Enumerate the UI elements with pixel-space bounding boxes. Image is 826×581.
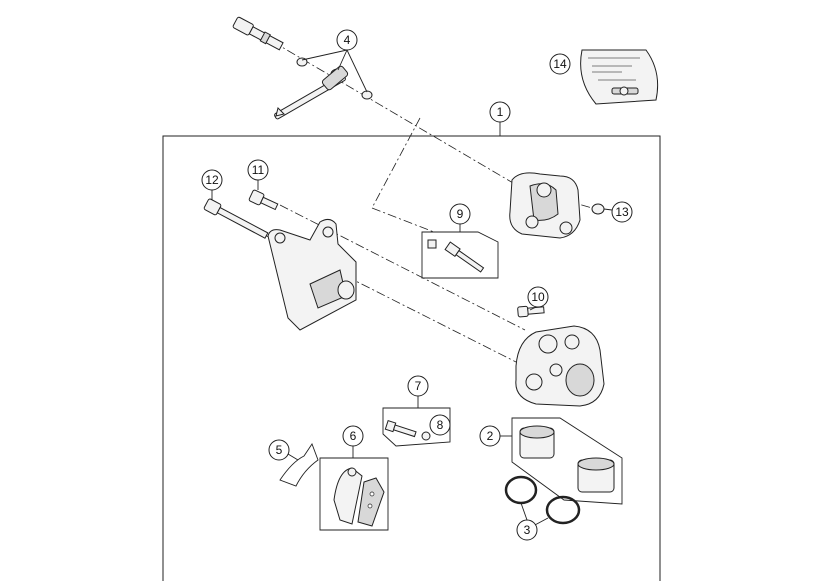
callout-14: 14 bbox=[549, 53, 571, 75]
callout-2: 2 bbox=[479, 425, 501, 447]
svg-text:4: 4 bbox=[344, 33, 351, 47]
callout-9: 9 bbox=[449, 203, 471, 225]
svg-text:2: 2 bbox=[487, 429, 494, 443]
callout-12: 12 bbox=[201, 169, 223, 191]
callout-8: 8 bbox=[429, 414, 451, 436]
svg-text:1: 1 bbox=[497, 105, 504, 119]
callout-6: 6 bbox=[342, 425, 364, 447]
callout-11: 11 bbox=[247, 159, 269, 181]
svg-text:11: 11 bbox=[252, 163, 265, 177]
bolt-12 bbox=[203, 198, 269, 239]
part-9-bleed-kit bbox=[421, 231, 499, 279]
part-4-pin-assembly bbox=[232, 16, 373, 120]
assembly-frame bbox=[162, 135, 661, 581]
part-7-pin-kit bbox=[382, 407, 451, 447]
part-14-instruction-kit bbox=[580, 49, 659, 105]
callouts: 1 2 3 4 5 6 7 8 9 10 11 12 13 14 bbox=[201, 29, 633, 541]
svg-text:7: 7 bbox=[415, 379, 422, 393]
svg-text:9: 9 bbox=[457, 207, 464, 221]
svg-text:13: 13 bbox=[615, 205, 629, 219]
caliper-mount-bracket bbox=[267, 218, 357, 331]
callout-13: 13 bbox=[611, 201, 633, 223]
svg-text:8: 8 bbox=[437, 418, 444, 432]
svg-text:14: 14 bbox=[553, 57, 567, 71]
svg-text:6: 6 bbox=[350, 429, 357, 443]
callout-7: 7 bbox=[407, 375, 429, 397]
callout-10: 10 bbox=[527, 286, 549, 308]
svg-text:12: 12 bbox=[205, 173, 219, 187]
bolt-11 bbox=[248, 189, 279, 211]
svg-text:10: 10 bbox=[531, 290, 545, 304]
callout-5: 5 bbox=[268, 439, 290, 461]
part-5-spring bbox=[279, 443, 319, 487]
part-13-caliper-bracket bbox=[509, 172, 605, 239]
svg-text:5: 5 bbox=[276, 443, 283, 457]
callout-3: 3 bbox=[516, 519, 538, 541]
callout-1: 1 bbox=[489, 101, 511, 123]
svg-text:3: 3 bbox=[524, 523, 531, 537]
caliper-body bbox=[515, 325, 605, 407]
part-6-brake-pads bbox=[319, 457, 389, 531]
part-2-pistons bbox=[511, 417, 623, 505]
callout-4: 4 bbox=[336, 29, 358, 51]
